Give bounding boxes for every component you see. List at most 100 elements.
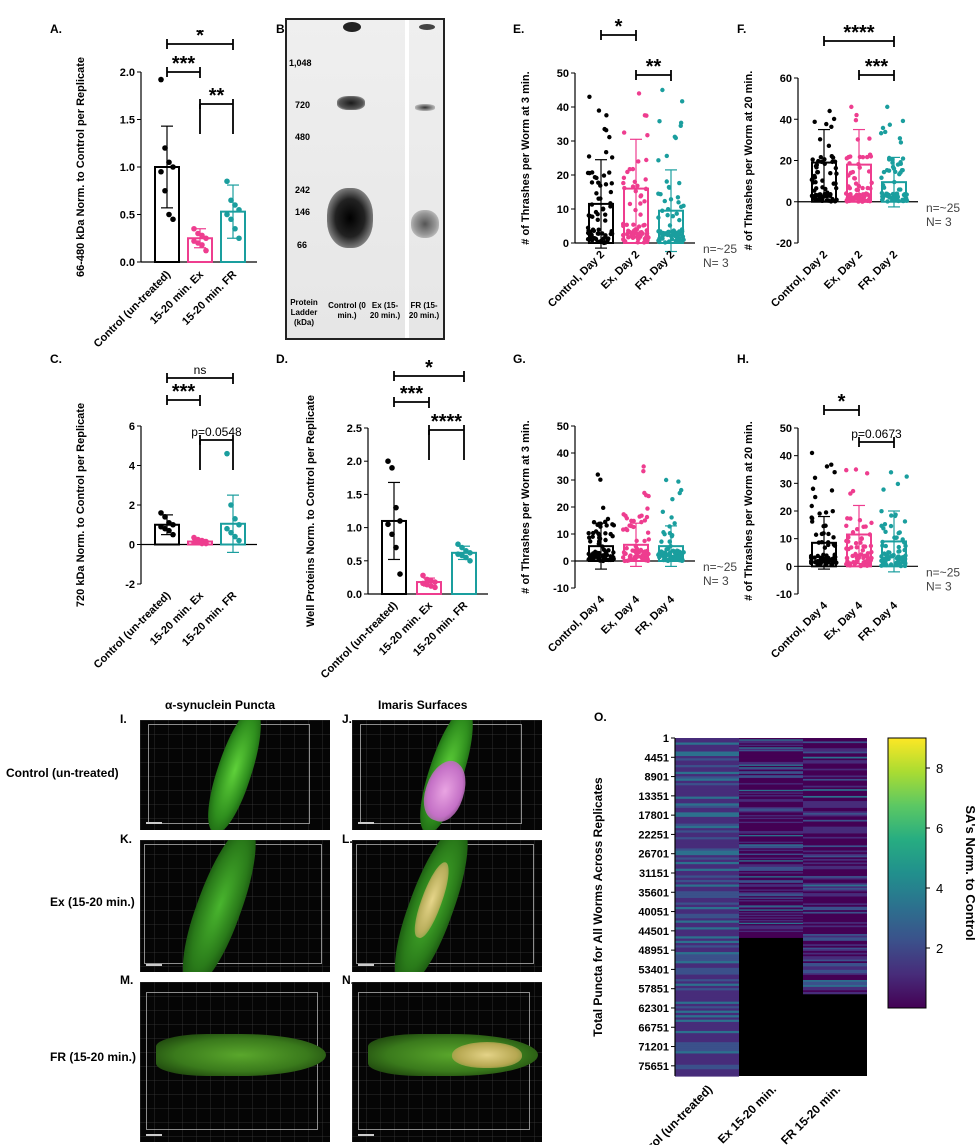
- replicate-note: N= 3: [926, 215, 952, 229]
- heatmap-stripe: [675, 916, 739, 919]
- data-point: [589, 180, 595, 185]
- heatmap-stripe: [803, 766, 867, 770]
- data-point: [624, 516, 630, 521]
- data-point: [224, 525, 230, 532]
- heatmap-stripe: [803, 743, 867, 746]
- y-tick-label: 10: [557, 529, 569, 541]
- data-point: [898, 187, 903, 192]
- data-point: [676, 479, 681, 484]
- heatmap-stripe: [739, 841, 803, 844]
- data-point: [644, 233, 650, 238]
- data-point: [884, 191, 889, 196]
- heatmap-stripe: [675, 1021, 739, 1025]
- data-point: [590, 534, 595, 539]
- heatmap-stripe: [675, 922, 739, 926]
- data-point: [634, 551, 639, 556]
- data-point: [397, 518, 403, 524]
- heatmap-stripe: [675, 823, 739, 827]
- heatmap-stripe: [803, 952, 867, 956]
- data-point: [232, 533, 238, 540]
- data-point: [645, 238, 650, 243]
- data-point: [170, 521, 176, 528]
- data-point: [624, 546, 629, 551]
- heatmap-stripe: [803, 782, 867, 785]
- heatmap-y-tick-label: 31151: [639, 868, 669, 880]
- heatmap-stripe: [675, 934, 739, 937]
- data-point: [826, 542, 831, 548]
- heatmap-stripe: [675, 952, 739, 955]
- data-point: [170, 216, 176, 223]
- heatmap-y-tick-label: 71201: [638, 1042, 669, 1054]
- data-point: [879, 523, 884, 529]
- data-point: [823, 510, 829, 515]
- heatmap-stripe: [739, 777, 803, 780]
- heatmap-stripe: [739, 924, 803, 926]
- heatmap-y-tick-label: 75651: [638, 1061, 669, 1073]
- heatmap-stripe: [803, 838, 867, 841]
- data-point: [420, 572, 426, 579]
- heatmap-stripe: [739, 905, 803, 908]
- heatmap-stripe: [739, 813, 803, 816]
- heatmap-stripe: [675, 814, 739, 818]
- heatmap-stripe: [803, 974, 867, 978]
- data-point: [624, 527, 630, 533]
- data-point: [664, 179, 669, 184]
- data-point: [620, 527, 626, 532]
- y-tick-label: 40: [780, 451, 792, 463]
- data-point: [666, 239, 672, 244]
- data-point: [858, 540, 863, 545]
- heatmap-stripe: [675, 1033, 739, 1037]
- heatmap-stripe: [803, 874, 867, 877]
- data-point: [853, 467, 859, 472]
- heatmap-stripe: [675, 810, 739, 813]
- heatmap-stripe: [675, 747, 739, 750]
- heatmap-stripe: [803, 770, 867, 773]
- data-point: [607, 170, 612, 175]
- heatmap-stripe: [803, 991, 867, 995]
- heatmap-stripe: [803, 896, 867, 899]
- heatmap-y-tick-label: 26701: [638, 849, 669, 861]
- colorbar-tick-label: 6: [936, 821, 943, 836]
- heatmap-stripe: [675, 1026, 739, 1030]
- heatmap-stripe: [675, 945, 739, 949]
- heatmap-stripe: [675, 891, 739, 895]
- heatmap-stripe: [675, 774, 739, 777]
- data-point: [844, 546, 849, 551]
- sig-label: ****: [843, 22, 874, 44]
- heatmap-stripe: [739, 921, 803, 924]
- heatmap-stripe: [739, 831, 803, 833]
- data-point: [627, 523, 632, 528]
- heatmap-stripe: [739, 866, 803, 869]
- data-point: [850, 488, 856, 494]
- data-point: [879, 563, 884, 568]
- data-point: [586, 213, 591, 218]
- data-point: [678, 120, 684, 126]
- heatmap-stripe: [675, 828, 739, 831]
- heatmap-stripe: [803, 911, 867, 915]
- data-point: [158, 76, 164, 83]
- data-point: [809, 516, 815, 521]
- heatmap-stripe: [739, 835, 803, 837]
- data-point: [844, 523, 849, 529]
- heatmap-stripe: [803, 981, 867, 985]
- heatmap-stripe: [803, 763, 867, 766]
- data-point: [627, 166, 632, 172]
- heatmap-stripe: [675, 1012, 739, 1016]
- heatmap-stripe: [803, 833, 867, 836]
- category-label: FR, Day 4: [856, 599, 901, 644]
- data-point: [679, 229, 685, 234]
- heatmap-stripe: [739, 920, 803, 922]
- heatmap-stripe: [803, 988, 867, 991]
- heatmap-category-label: Control (un-treated): [626, 1082, 716, 1145]
- heatmap-stripe: [739, 738, 803, 740]
- category-label: Control, Day 2: [769, 249, 830, 310]
- y-axis-label: 720 kDa Norm. to Control per Replicate: [75, 403, 87, 607]
- data-point: [589, 202, 595, 207]
- heatmap-stripe: [803, 739, 867, 743]
- heatmap-stripe: [739, 873, 803, 876]
- data-point: [879, 508, 884, 514]
- heatmap-stripe: [739, 793, 803, 796]
